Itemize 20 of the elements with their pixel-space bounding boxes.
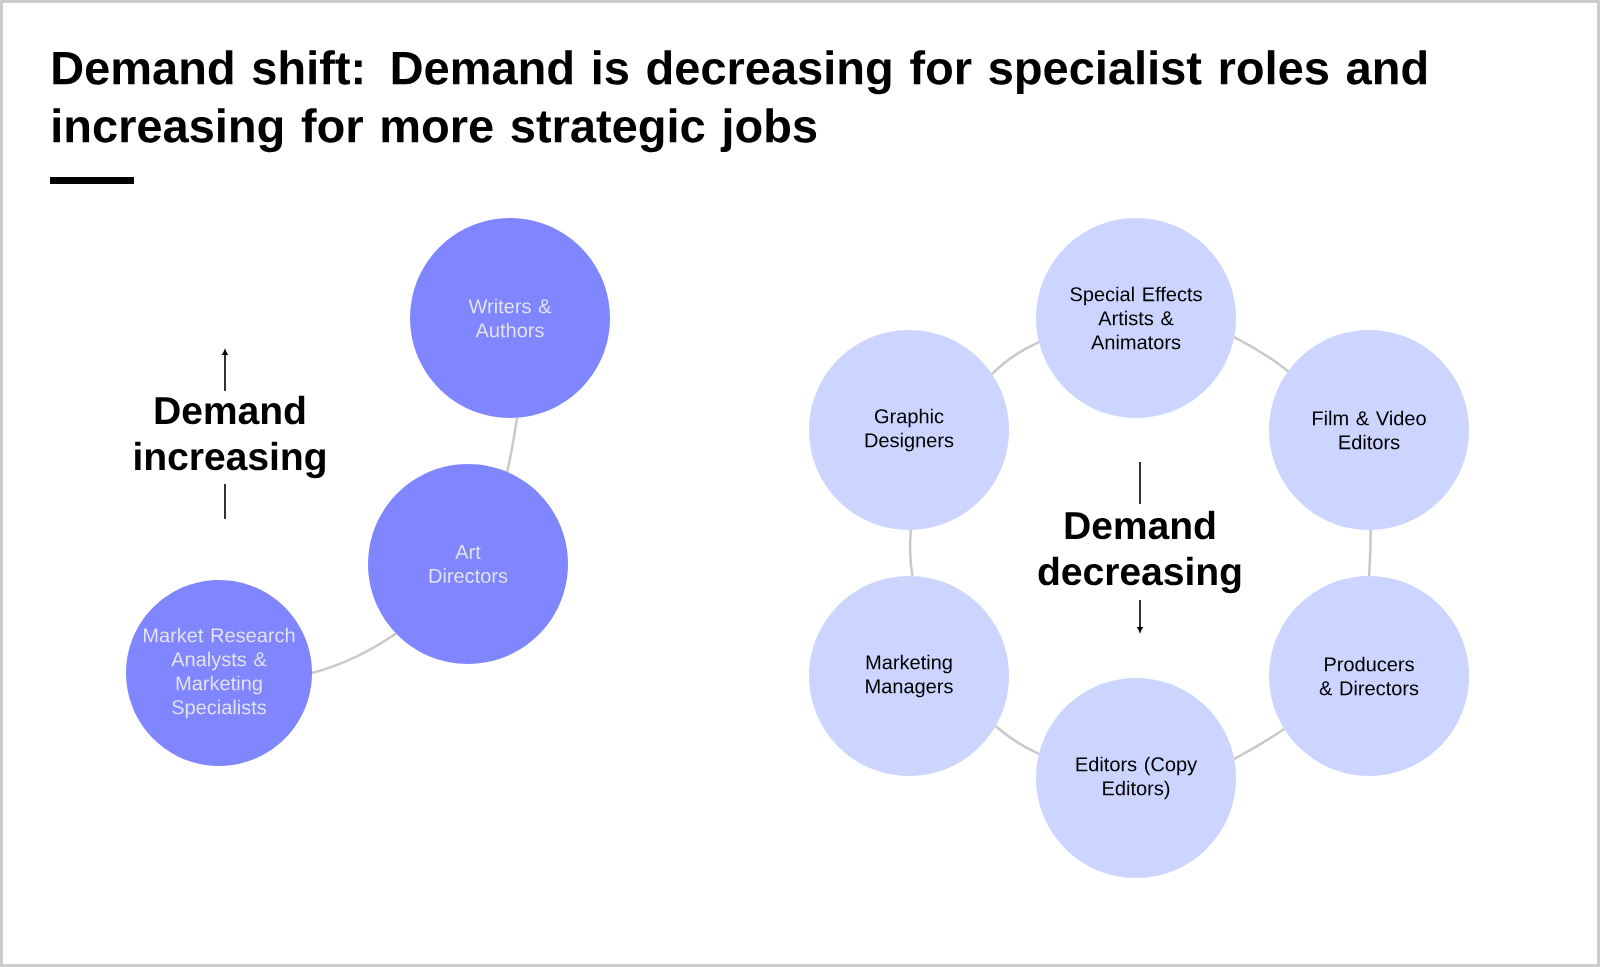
- bold-label: Demand decreasing: [1038, 510, 1241, 594]
- circle-node: Graphic Designers: [809, 330, 1009, 530]
- title: Demand shift: Demand is decreasing for specialist roles and increasing for more strategic jobs: [53, 50, 1427, 153]
- bold-label: Demand increasing: [135, 395, 325, 479]
- circle-node: Art Directors: [368, 464, 568, 664]
- connector-arc: [505, 417, 519, 473]
- connector-arc: [311, 632, 397, 675]
- connector-arc: [994, 725, 1040, 755]
- circle-node: Film & Video Editors: [1269, 330, 1469, 530]
- connector-arc: [991, 341, 1040, 375]
- circle-node: Producers & Directors: [1269, 576, 1469, 776]
- circle-node: Marketing Managers: [809, 576, 1009, 776]
- circle-node: Writers & Authors: [410, 218, 610, 418]
- connector-arc: [1233, 727, 1285, 761]
- connector-arc: [1367, 529, 1372, 577]
- circle-node: Special Effects Artists & Animators: [1036, 218, 1236, 418]
- connector-arc: [1233, 335, 1289, 373]
- circle-node: Market Research Analysts & Marketing Specialists: [126, 580, 312, 766]
- connector-arc: [908, 529, 914, 577]
- circle-node: Editors (Copy Editors): [1036, 678, 1236, 878]
